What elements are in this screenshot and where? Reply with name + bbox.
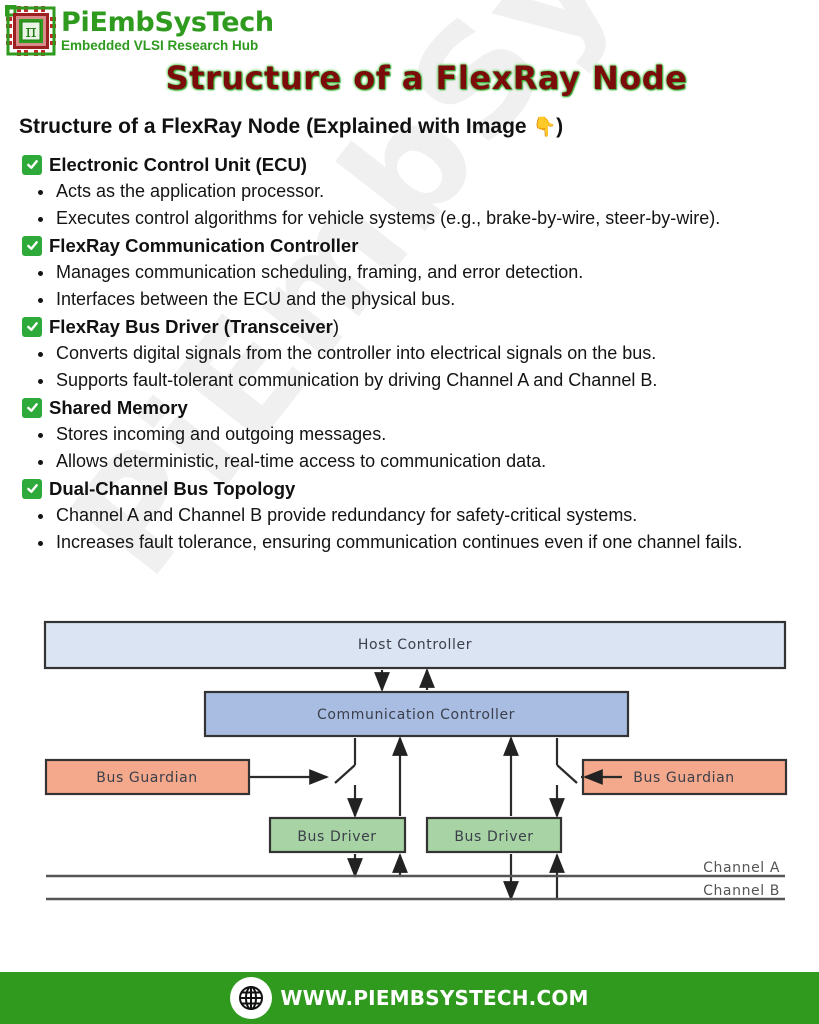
globe-icon (230, 977, 273, 1019)
footer-bar: WWW.PIEMBSYSTECH.COM (0, 972, 819, 1024)
bus-guardian-left-box (44, 758, 251, 796)
brand-tagline: Embedded VLSI Research Hub (61, 37, 259, 53)
channel-a-label: Channel A (703, 860, 780, 876)
check-box-icon (22, 235, 42, 256)
section-dual-channel: Dual-Channel Bus Topology Channel A and … (22, 475, 812, 556)
list-item: Channel A and Channel B provide redundan… (22, 502, 812, 529)
sections-list: Electronic Control Unit (ECU) Acts as th… (22, 151, 812, 556)
bus-driver-right-box (425, 816, 563, 854)
section-title: Electronic Control Unit (ECU) (49, 153, 307, 175)
bus-guardian-right-label: Bus Guardian (633, 770, 734, 786)
section-ecu: Electronic Control Unit (ECU) Acts as th… (22, 151, 812, 232)
brand-logo[interactable]: π PiEmbSysTech Embedded VLSI Research Hu… (3, 3, 274, 57)
list-item: Allows deterministic, real-time access t… (22, 448, 812, 475)
section-title: Dual-Channel Bus Topology (49, 477, 296, 499)
list-item: Acts as the application processor. (22, 178, 812, 205)
list-item: Manages communication scheduling, framin… (22, 259, 812, 286)
main-title: Structure of a FlexRay Node (165, 59, 688, 97)
website-link[interactable]: WWW.PIEMBSYSTECH.COM (280, 986, 589, 1010)
check-box-icon (22, 154, 42, 175)
section-title: FlexRay Bus Driver (Transceiver (49, 315, 333, 337)
host-controller-label: Host Controller (358, 637, 472, 653)
subtitle-close: ) (556, 115, 564, 138)
list-item: Executes control algorithms for vehicle … (22, 205, 812, 232)
bus-driver-right-label: Bus Driver (454, 829, 533, 845)
check-box-icon (22, 397, 42, 418)
section-communication-controller: FlexRay Communication Controller Manages… (22, 232, 812, 313)
pointing-down-icon: 👇 (532, 117, 557, 138)
subtitle-text: Structure of a FlexRay Node (Explained w… (19, 115, 533, 138)
list-item: Increases fault tolerance, ensuring comm… (22, 529, 812, 556)
brand-name: PiEmbSysTech (61, 6, 274, 38)
bus-guardian-left-label: Bus Guardian (96, 770, 197, 786)
channel-b-label: Channel B (703, 883, 780, 899)
left-switch-blade (334, 764, 356, 784)
section-title: Shared Memory (49, 396, 188, 418)
section-bus-driver: FlexRay Bus Driver (Transceiver) Convert… (22, 313, 812, 394)
page-subtitle: Structure of a FlexRay Node (Explained w… (19, 115, 563, 139)
list-item: Interfaces between the ECU and the physi… (22, 286, 812, 313)
check-box-icon (22, 316, 42, 337)
list-item: Stores incoming and outgoing messages. (22, 421, 812, 448)
list-item: Supports fault-tolerant communication by… (22, 367, 812, 394)
check-box-icon (22, 478, 42, 499)
svg-text:π: π (25, 22, 36, 42)
section-title-suffix: ) (332, 315, 339, 337)
bus-driver-left-label: Bus Driver (297, 829, 376, 845)
list-item: Converts digital signals from the contro… (22, 340, 812, 367)
flexray-node-diagram: Host Controller Communication Controller… (40, 615, 792, 935)
section-shared-memory: Shared Memory Stores incoming and outgoi… (22, 394, 812, 475)
chip-logo-icon: π (3, 3, 57, 57)
communication-controller-box (203, 690, 630, 738)
communication-controller-label: Communication Controller (317, 707, 515, 723)
right-switch-blade (556, 764, 578, 784)
section-title: FlexRay Communication Controller (49, 234, 359, 256)
host-controller-box (43, 620, 787, 670)
bus-driver-left-box (268, 816, 407, 854)
